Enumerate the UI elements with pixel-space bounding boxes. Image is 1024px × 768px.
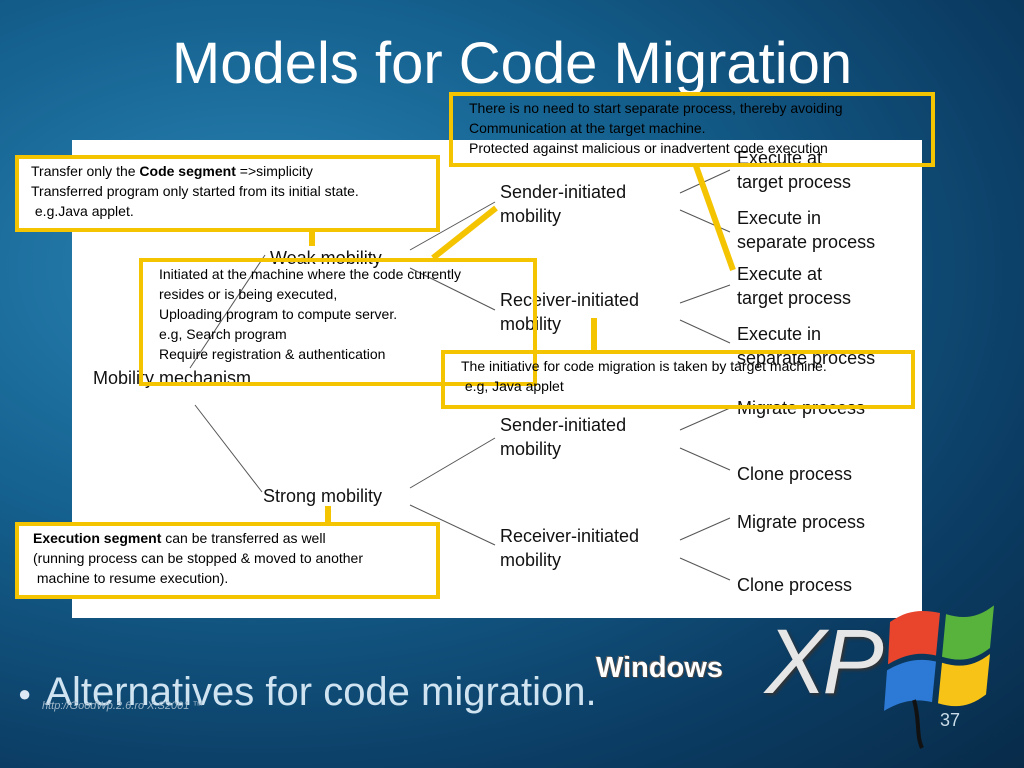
strong-sender-node: Sender-initiated mobility bbox=[500, 415, 627, 459]
xp-logo-text: XP bbox=[765, 611, 884, 713]
leaf-clone-process-2: Clone process bbox=[737, 575, 853, 595]
note-receiver-initiated: The initiative for code migration is tak… bbox=[441, 350, 915, 409]
strong-mobility-node: Strong mobility bbox=[263, 486, 383, 506]
footer-url: http://GoodWp.2.6.ro X.S2001 ™ bbox=[42, 700, 204, 712]
note-weak-suffix: =>simplicity Transferred program only st… bbox=[31, 163, 359, 219]
page-number: 37 bbox=[940, 710, 961, 730]
note-top-right: There is no need to start separate proce… bbox=[449, 92, 935, 167]
note-sender-initiated: Initiated at the machine where the code … bbox=[139, 258, 537, 386]
note-weak-bold: Code segment bbox=[139, 163, 236, 179]
strong-receiver-node: Receiver-initiated mobility bbox=[500, 526, 640, 570]
leaf-execute-separate-1: Execute in separate process bbox=[737, 208, 876, 252]
windows-logo-text: Windows bbox=[596, 652, 724, 684]
bullet-text: Alternatives for code migration. bbox=[45, 670, 597, 714]
note-strong-suffix: can be transferred as well (running proc… bbox=[33, 530, 363, 586]
leaf-clone-process-1: Clone process bbox=[737, 464, 853, 484]
note-weak-prefix: Transfer only the bbox=[31, 163, 140, 179]
note-strong-bold: Execution segment bbox=[33, 530, 162, 546]
bullet-item: ● Alternatives for code migration. bbox=[18, 670, 597, 715]
bullet-dot-icon: ● bbox=[18, 681, 32, 707]
weak-sender-node: Sender-initiated mobility bbox=[500, 182, 627, 226]
slide-title: Models for Code Migration bbox=[171, 31, 853, 96]
note-strong-mobility: Execution segment can be transferred as … bbox=[15, 522, 440, 599]
leaf-migrate-process-2: Migrate process bbox=[737, 512, 866, 532]
leaf-execute-target-2: Execute at target process bbox=[737, 264, 852, 308]
note-weak-mobility: Transfer only the Code segment =>simplic… bbox=[15, 155, 440, 232]
